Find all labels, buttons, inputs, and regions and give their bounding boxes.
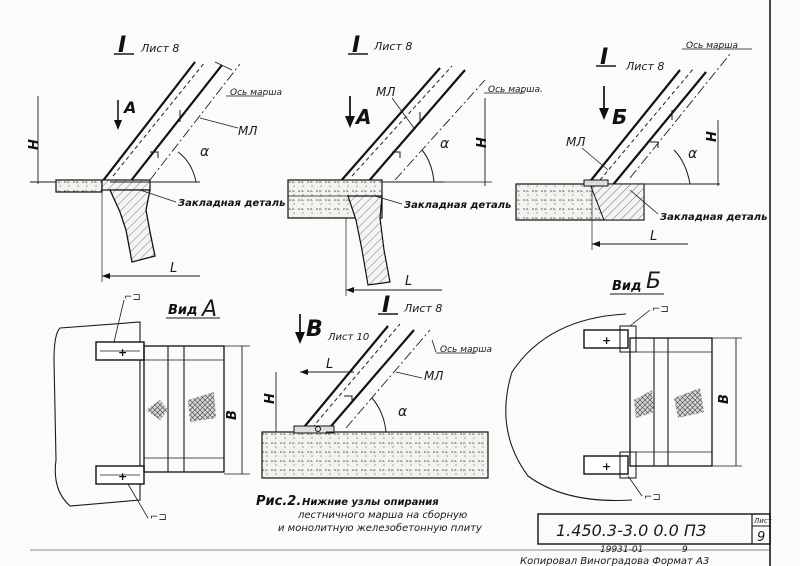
detail-1-precast-slab: I Лист 8 Ось марша МЛ α Н А Закладная xyxy=(27,33,285,282)
l-label: L xyxy=(650,229,657,244)
weld-symbol: ⌐⊐ xyxy=(652,304,669,315)
ml-label: МЛ xyxy=(238,124,257,138)
bottom-stamp: Копировал Виноградова Формат А3 xyxy=(520,556,709,566)
sheet-label: Лист xyxy=(753,517,773,525)
title-block: 1.450.3-3.0 0.0 ПЗ Лист 9 19931-01 9 Коп… xyxy=(520,513,773,566)
axis-label: Ось марша xyxy=(686,41,738,51)
sheet-frame xyxy=(30,0,771,566)
b-label: В xyxy=(717,394,732,404)
section-mark-I: I xyxy=(600,45,608,70)
sheet-ref-10: Лист 10 xyxy=(327,332,369,343)
view-arrow-a: А xyxy=(354,105,371,129)
embedded-part-label: Закладная деталь xyxy=(660,212,767,223)
weld-symbol: ⌐⊐ xyxy=(150,512,167,523)
view-b-plan: Вид Б + + ⌐⊐ ⌐⊐ В xyxy=(505,269,742,503)
l-label: L xyxy=(170,261,177,276)
view-arrow-v: В xyxy=(306,317,323,342)
section-mark-I: I xyxy=(352,33,360,58)
alpha-label: α xyxy=(398,404,408,420)
ml-label: МЛ xyxy=(376,85,395,99)
sheet-ref: Лист 8 xyxy=(403,302,442,315)
b-label: В xyxy=(225,410,240,420)
axis-label: Ось марша xyxy=(440,345,492,355)
view-b-prefix: Вид xyxy=(612,279,642,294)
sheet-number: 9 xyxy=(757,530,765,545)
l-label: L xyxy=(405,274,412,289)
detail-2-monolithic-slab: I Лист 8 Ось марша. МЛ α Н А Закладная д… xyxy=(287,33,543,296)
weld-symbol: ⌐⊐ xyxy=(644,492,661,503)
svg-text:+: + xyxy=(118,470,127,483)
sheet-ref: Лист 8 xyxy=(625,60,664,73)
sheet-ref: Лист 8 xyxy=(140,42,179,55)
axis-label: Ось марша. xyxy=(488,85,543,95)
h-label: Н xyxy=(475,137,490,148)
view-b-letter: Б xyxy=(646,269,661,294)
h-label: Н xyxy=(27,139,42,150)
archive-page: 9 xyxy=(682,545,688,555)
view-a-plan: Вид А + + ⌐⊐ ⌐⊐ В xyxy=(53,292,250,523)
detail-4-slab: I Лист 8 В Лист 10 Ось марша МЛ α Н L Ри… xyxy=(256,293,492,534)
view-a-letter: А xyxy=(200,297,217,322)
section-mark-I: I xyxy=(118,33,126,58)
axis-label: Ось марша xyxy=(230,88,282,98)
svg-text:+: + xyxy=(602,334,611,347)
svg-text:+: + xyxy=(602,460,611,473)
view-arrow-a: А xyxy=(122,98,136,117)
ml-label: МЛ xyxy=(424,369,443,383)
embedded-part-label: Закладная деталь xyxy=(178,198,285,209)
document-code: 1.450.3-3.0 0.0 ПЗ xyxy=(556,521,706,540)
ml-label: МЛ xyxy=(566,135,585,149)
alpha-label: α xyxy=(688,146,698,162)
section-mark-I: I xyxy=(382,293,390,318)
h-label: Н xyxy=(705,131,720,142)
caption-line3: и монолитную железобетонную плиту xyxy=(278,522,483,534)
detail-3-slab: I Лист 8 Ось марша МЛ α Н Б Закладная де… xyxy=(515,41,767,250)
caption-line1: Нижние узлы опирания xyxy=(302,497,439,508)
sheet-ref: Лист 8 xyxy=(373,40,412,53)
alpha-label: α xyxy=(440,136,450,152)
embedded-part-label: Закладная деталь xyxy=(404,200,511,211)
alpha-label: α xyxy=(200,144,210,160)
view-a-prefix: Вид xyxy=(168,303,198,318)
archive-number: 19931-01 xyxy=(600,545,643,555)
svg-text:+: + xyxy=(118,346,127,359)
l-label: L xyxy=(326,357,333,372)
h-label: Н xyxy=(263,393,278,404)
weld-symbol: ⌐⊐ xyxy=(124,292,141,303)
caption-line2: лестничного марша на сборную xyxy=(297,509,467,521)
view-arrow-b: Б xyxy=(612,105,627,129)
caption-fig: Рис.2. xyxy=(256,494,301,509)
